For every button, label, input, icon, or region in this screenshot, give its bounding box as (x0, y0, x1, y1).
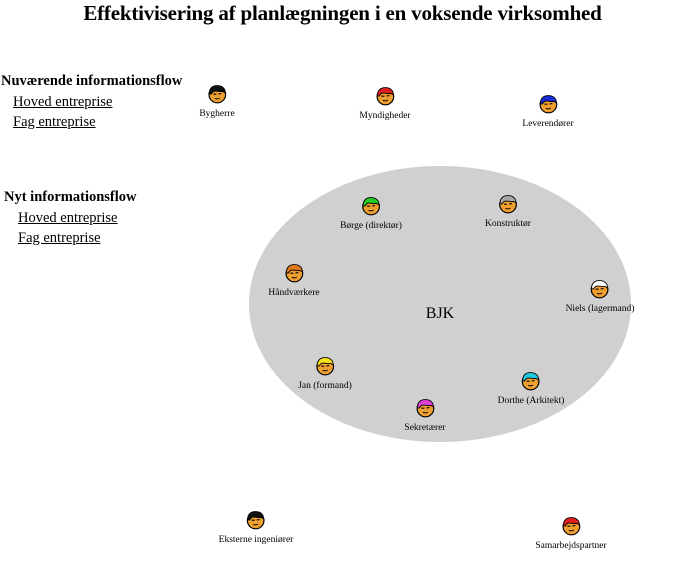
external-label: Samarbejdspartner (535, 541, 607, 551)
member-label: Børge (direktør) (340, 221, 402, 231)
current-flow-heading: Nuværende informationsflow (1, 73, 183, 89)
external-bygherre: Bygherre (199, 84, 235, 119)
external-label: Eksterne ingeniører (218, 535, 294, 545)
member-jan: Jan (formand) (298, 356, 352, 391)
person-face-icon (246, 510, 266, 530)
member-borge: Børge (direktør) (340, 196, 402, 231)
member-label: Håndværkere (268, 288, 320, 298)
page-title: Effektivisering af planlægningen i en vo… (83, 1, 602, 25)
person-face-icon (561, 516, 581, 536)
new-flow-fag-entreprise-link[interactable]: Fag entreprise (18, 230, 101, 246)
person-face-icon (415, 398, 435, 418)
person-face-icon (375, 86, 395, 106)
person-face-icon (590, 279, 610, 299)
member-dorthe: Dorthe (Arkitekt) (497, 371, 565, 406)
organization-label: BJK (425, 305, 455, 322)
member-sekretaerer: Sekretærer (404, 398, 446, 433)
member-niels: Niels (lagermand) (565, 279, 635, 314)
person-face-icon (498, 194, 518, 214)
person-face-icon (538, 94, 558, 114)
external-myndigheder: Myndigheder (359, 86, 411, 121)
external-eksterne-ingeniorer: Eksterne ingeniører (218, 510, 294, 545)
member-label: Jan (formand) (298, 381, 352, 391)
new-flow-hoved-entreprise-link[interactable]: Hoved entreprise (18, 210, 118, 226)
external-label: Bygherre (199, 109, 235, 119)
person-face-icon (521, 371, 541, 391)
external-label: Leverendører (522, 119, 574, 129)
current-flow-fag-entreprise-link[interactable]: Fag entreprise (13, 114, 96, 130)
member-handvaerkere: Håndværkere (268, 263, 320, 298)
person-face-icon (315, 356, 335, 376)
person-face-icon (207, 84, 227, 104)
member-label: Konstruktør (485, 219, 531, 229)
person-face-icon (361, 196, 381, 216)
member-label: Niels (lagermand) (565, 304, 635, 314)
member-label: Dorthe (Arkitekt) (497, 396, 565, 406)
external-samarbejdspartner: Samarbejdspartner (535, 516, 607, 551)
member-konstruktor: Konstruktør (485, 194, 531, 229)
external-leverendorer: Leverendører (522, 94, 574, 129)
external-label: Myndigheder (359, 111, 411, 121)
member-label: Sekretærer (404, 423, 446, 433)
new-flow-heading: Nyt informationsflow (4, 189, 137, 205)
person-face-icon (284, 263, 304, 283)
current-flow-hoved-entreprise-link[interactable]: Hoved entreprise (13, 94, 113, 110)
organization-ellipse (249, 166, 631, 442)
